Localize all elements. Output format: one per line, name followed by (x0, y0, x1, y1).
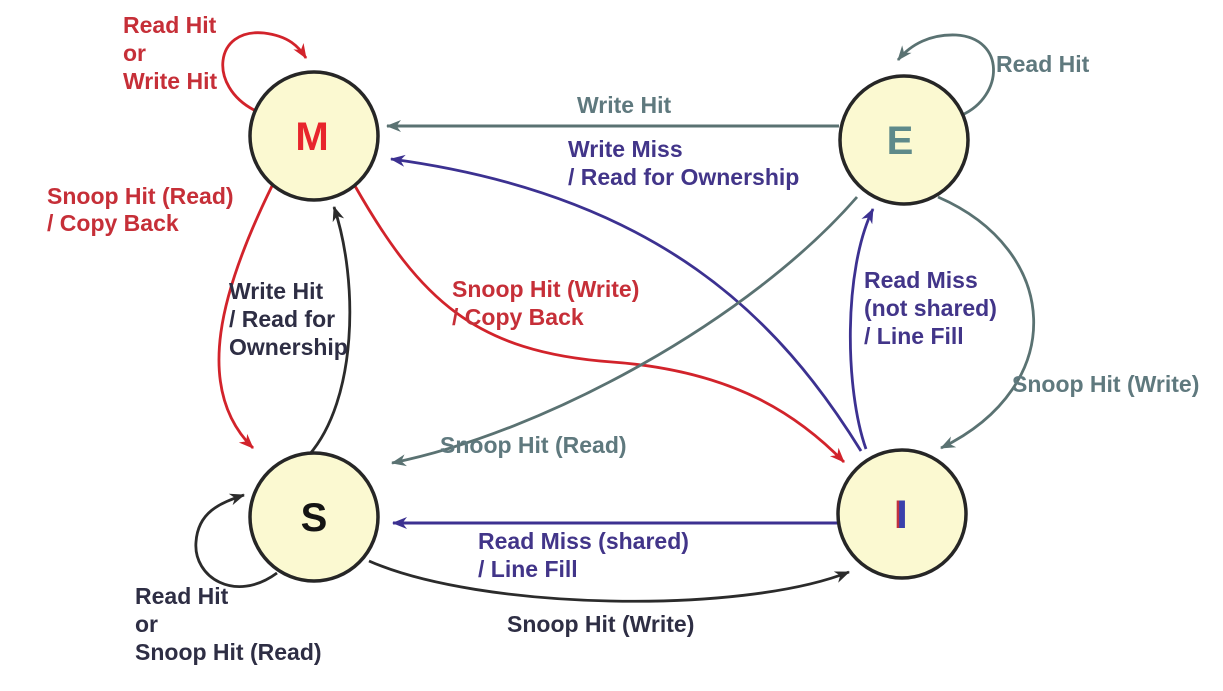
label-m-to-s-line1: Snoop Hit (Read) (47, 183, 234, 209)
label-i-to-s-line2: / Line Fill (478, 556, 578, 582)
label-m-to-i-line1: Snoop Hit (Write) (452, 276, 639, 302)
label-s-to-i: Snoop Hit (Write) (507, 611, 694, 637)
state-label-shared: S (301, 496, 328, 540)
edge-s-to-m-write-hit (307, 206, 352, 456)
label-i-to-m-line2: / Read for Ownership (568, 164, 799, 190)
edge-e-selfloop-read-hit (896, 33, 995, 117)
label-s-to-m-line1: Write Hit (229, 278, 323, 304)
edge-m-selfloop-read-or-write-hit (221, 31, 308, 112)
label-i-to-e-line3: / Line Fill (864, 323, 964, 349)
label-m-selfloop-line2: or (123, 40, 146, 66)
edge-e-to-i-snoop-hit-write (937, 195, 1036, 450)
label-s-to-m-line3: Ownership (229, 334, 348, 360)
label-s-selfloop-line3: Snoop Hit (Read) (135, 639, 322, 665)
label-i-to-e-line1: Read Miss (864, 267, 978, 293)
edge-i-to-m-write-miss (390, 154, 863, 452)
label-m-selfloop-line1: Read Hit (123, 12, 217, 38)
state-node-shared (248, 451, 380, 583)
label-i-to-e-line2: (not shared) (864, 295, 997, 321)
edge-m-to-i-snoop-hit-write (353, 185, 846, 463)
transition-edges (194, 31, 1036, 603)
label-s-selfloop-line2: or (135, 611, 158, 637)
edge-s-to-i-snoop-hit-write (368, 559, 850, 603)
label-e-selfloop: Read Hit (996, 51, 1090, 77)
label-e-to-m: Write Hit (577, 92, 671, 118)
transition-labels: Read Hit or Write Hit Snoop Hit (Read) /… (47, 12, 1199, 665)
label-i-to-s-line1: Read Miss (shared) (478, 528, 689, 554)
state-label-modified: M (295, 115, 328, 159)
state-label-exclusive: E (887, 119, 914, 163)
state-node-exclusive (838, 74, 970, 206)
state-node-invalid (836, 448, 968, 580)
edge-s-selfloop-read-hit (194, 493, 278, 588)
state-node-modified (248, 70, 380, 202)
edge-m-to-s-snoop-hit-read (217, 185, 274, 449)
label-s-selfloop-line1: Read Hit (135, 583, 229, 609)
state-nodes: M E S I I (248, 70, 970, 583)
label-m-to-i-line2: / Copy Back (452, 304, 584, 330)
state-label-invalid: I (896, 493, 907, 537)
state-label-invalid-shadow: I (894, 493, 905, 537)
label-m-selfloop-line3: Write Hit (123, 68, 217, 94)
edge-i-to-e-read-miss-not-shared (848, 208, 875, 450)
label-e-to-i: Snoop Hit (Write) (1012, 371, 1199, 397)
label-e-to-s: Snoop Hit (Read) (440, 432, 627, 458)
label-m-to-s-line2: / Copy Back (47, 210, 179, 236)
label-i-to-m-line1: Write Miss (568, 136, 683, 162)
edge-e-to-s-snoop-hit-read (391, 196, 859, 467)
label-s-to-m-line2: / Read for (229, 306, 335, 332)
